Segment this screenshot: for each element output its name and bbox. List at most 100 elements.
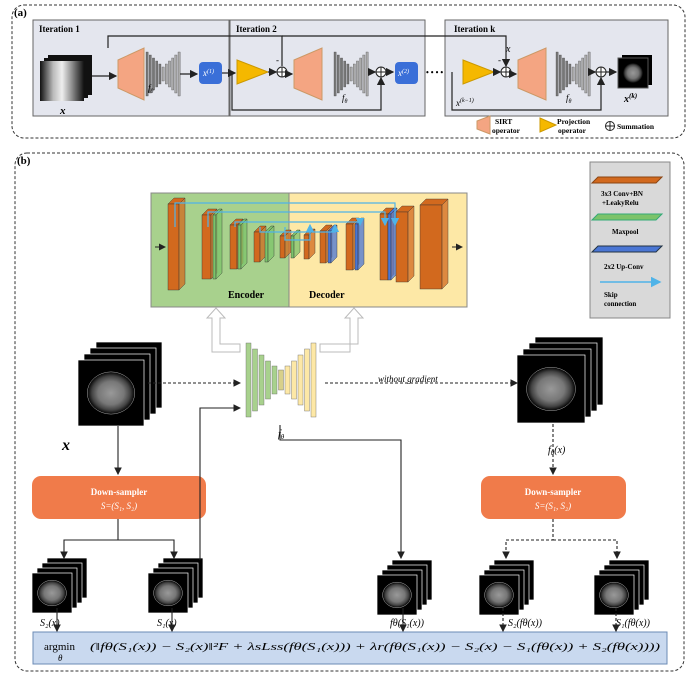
mini-layer bbox=[578, 60, 581, 88]
legend-projection-icon bbox=[539, 117, 558, 133]
ct-body bbox=[153, 579, 183, 607]
conv-layer bbox=[419, 204, 443, 290]
mini-layer bbox=[349, 66, 353, 82]
center-unet-layer bbox=[278, 369, 284, 391]
conv-layer bbox=[229, 224, 238, 270]
x1-box bbox=[199, 62, 222, 84]
iteration-1-label: Iteration 1 bbox=[39, 24, 80, 34]
mini-layer bbox=[356, 60, 359, 88]
center-unet-layer bbox=[297, 354, 304, 406]
s1fx-label: S₁(fθ(x)) bbox=[616, 618, 651, 629]
projection-operator-1 bbox=[236, 59, 270, 85]
legend-conv-icon bbox=[590, 176, 664, 184]
loss-box bbox=[32, 631, 668, 665]
x1-label: x(1) bbox=[202, 68, 214, 78]
skip-connection bbox=[259, 223, 340, 233]
legend-upconv-label: 2x2 Up-Conv bbox=[604, 263, 644, 271]
ct-body bbox=[382, 581, 412, 609]
panel-a: (a) Iteration 1 Iteration 2 Iteration k … bbox=[11, 4, 686, 139]
mini-layer bbox=[152, 57, 155, 91]
conv-layer-side bbox=[407, 205, 415, 283]
encoder-label: Encoder bbox=[228, 290, 265, 301]
panel-a-border bbox=[11, 4, 686, 139]
panel-b-label: (b) bbox=[17, 155, 31, 167]
mini-layer bbox=[346, 63, 350, 85]
projection-operator-k bbox=[462, 59, 496, 85]
projection-input-image bbox=[40, 55, 92, 101]
xk-output-label: x(k) bbox=[623, 92, 637, 105]
unet-center bbox=[245, 342, 317, 418]
center-unet-layer bbox=[310, 342, 317, 418]
downsampler-left-title: Down-sampler bbox=[91, 487, 148, 497]
center-unet-layer bbox=[265, 360, 271, 400]
maxpool-layer-side bbox=[240, 218, 248, 270]
panel-b: (b) Encoder Decoder 3x3 Conv+BN +LeakyRe… bbox=[14, 152, 685, 672]
legend-sum-label: Summation bbox=[617, 122, 655, 131]
downsampler-left-formula: S=(S₁, S₂) bbox=[101, 501, 137, 511]
ct-body bbox=[526, 366, 576, 412]
iteration-2-label: Iteration 2 bbox=[236, 24, 277, 34]
decoder-label: Decoder bbox=[309, 290, 345, 301]
ct-body bbox=[484, 581, 514, 609]
panel-a-label: (a) bbox=[14, 7, 27, 19]
ct-body bbox=[599, 581, 629, 609]
x-km1-label: x(k−1) bbox=[455, 97, 474, 108]
downsampler-right-formula: S=(S₁, S₂) bbox=[535, 501, 571, 511]
x2-label: x(2) bbox=[397, 68, 409, 78]
conv-layer bbox=[303, 234, 310, 260]
center-unet-layer bbox=[245, 342, 252, 418]
output-ct-stack bbox=[516, 336, 604, 424]
downsampler-right-title: Down-sampler bbox=[525, 487, 582, 497]
conv-layer bbox=[395, 211, 409, 283]
panel-b-border bbox=[14, 152, 685, 672]
upconv-layer bbox=[327, 230, 332, 264]
upconv-layer bbox=[387, 213, 392, 281]
mini-layer bbox=[365, 51, 369, 97]
mini-layer bbox=[581, 57, 584, 91]
center-unet-layer bbox=[304, 348, 310, 412]
x-feed-label: x bbox=[505, 44, 511, 55]
loss-argmin: argmin bbox=[44, 641, 75, 653]
mini-layer bbox=[171, 57, 174, 91]
center-unet-layer bbox=[284, 365, 291, 395]
ellipsis-dots: • • • • bbox=[426, 68, 443, 77]
mini-layer bbox=[562, 57, 565, 91]
maxpool-layer bbox=[212, 214, 217, 280]
legend-sirt-line2: operator bbox=[492, 126, 521, 135]
x-label-b: x bbox=[61, 437, 70, 454]
upconv-layer bbox=[354, 223, 359, 271]
mini-layer bbox=[165, 63, 168, 85]
legend-sirt-line1: SIRT bbox=[495, 117, 512, 126]
maxpool-layer-side bbox=[267, 225, 275, 263]
mini-layer bbox=[168, 60, 171, 88]
s2fx-label: S₂(fθ(x)) bbox=[508, 618, 543, 629]
mini-layer bbox=[340, 57, 343, 91]
skip-connection bbox=[207, 211, 390, 227]
mini-layer bbox=[145, 51, 149, 97]
skip-connection bbox=[284, 223, 315, 241]
mini-layer bbox=[575, 63, 578, 85]
skip-connection bbox=[174, 202, 400, 227]
conv-layer bbox=[201, 214, 212, 280]
loss-theta: θ bbox=[58, 653, 63, 663]
f-theta-1: fθ bbox=[148, 83, 154, 95]
mini-layer bbox=[155, 60, 158, 88]
skip-connection bbox=[234, 217, 365, 227]
panel-b-arrows bbox=[53, 379, 621, 633]
x2-box bbox=[395, 62, 418, 84]
mini-layer bbox=[337, 54, 340, 94]
conv-layer bbox=[345, 223, 354, 271]
downsampler-right bbox=[481, 476, 626, 519]
sirt-operator-1 bbox=[117, 47, 145, 101]
legend-maxpool-icon bbox=[590, 213, 664, 221]
legend-skip-line2: connection bbox=[604, 300, 636, 308]
legend-projection-line2: operator bbox=[558, 126, 587, 135]
mini-layer bbox=[568, 63, 572, 85]
minus-1: - bbox=[276, 55, 279, 65]
legend-conv-line2: +LeakyRelu bbox=[602, 199, 639, 207]
ct-body bbox=[37, 579, 67, 607]
conv-layer bbox=[279, 235, 286, 259]
mini-layer bbox=[565, 60, 568, 88]
mini-layer bbox=[158, 63, 162, 85]
center-unet-layer bbox=[258, 354, 265, 406]
